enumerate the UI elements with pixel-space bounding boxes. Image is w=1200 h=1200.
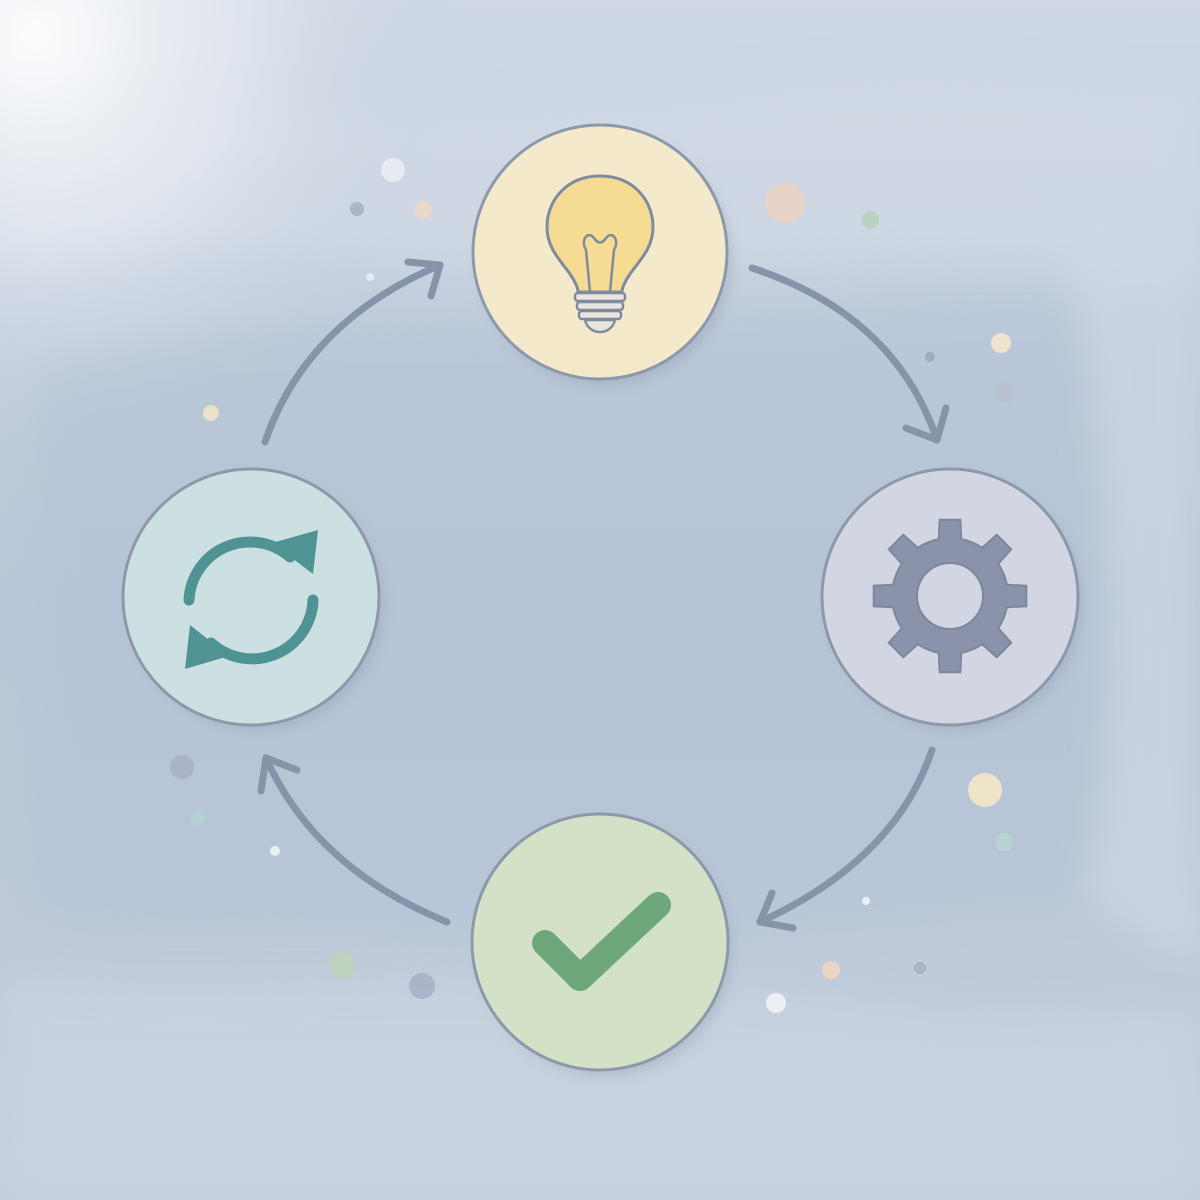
node-process	[820, 467, 1082, 730]
gear-icon	[872, 518, 1028, 674]
node-repeat	[121, 467, 384, 730]
lightbulb-icon	[545, 174, 655, 334]
node-idea	[471, 123, 732, 386]
decorative-dots	[170, 158, 1015, 1013]
checkmark-icon	[532, 892, 671, 991]
cycle-arrows	[257, 258, 950, 932]
refresh-icon	[183, 530, 319, 669]
arrow-process-to-done	[756, 746, 936, 932]
arrow-done-to-repeat	[257, 754, 451, 926]
arrow-repeat-to-idea	[261, 258, 444, 446]
arrow-idea-to-process	[748, 264, 950, 444]
node-done	[470, 812, 732, 1076]
